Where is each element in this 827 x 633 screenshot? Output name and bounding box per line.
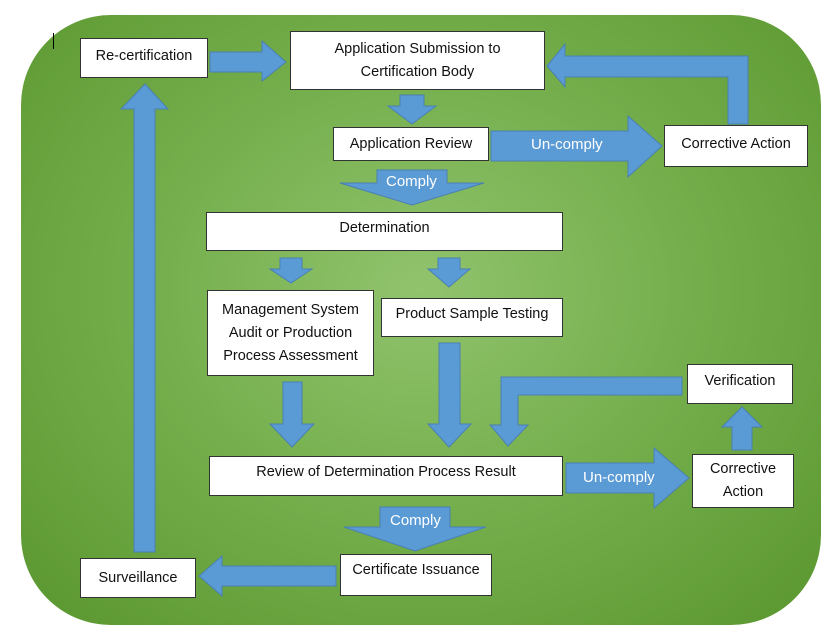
node-management-audit-label: Management System Audit or Production Pr… (221, 301, 359, 364)
node-corrective-action-bottom: Corrective Action (692, 454, 794, 508)
arrow-determination-to-testing (426, 257, 472, 288)
arrow-review-to-corrective (490, 114, 663, 179)
arrow-result-to-corrective (565, 446, 690, 510)
node-surveillance-label: Surveillance (98, 569, 178, 586)
node-verification-label: Verification (704, 373, 776, 389)
node-management-audit: Management System Audit or Production Pr… (207, 290, 374, 376)
arrow-audit-to-result (268, 381, 316, 448)
edge-label-comply-bottom: Comply (390, 512, 441, 529)
node-verification: Verification (687, 364, 793, 404)
arrow-corrective-to-submission (546, 42, 749, 125)
arrow-recert-to-submission (209, 39, 287, 83)
arrow-determination-to-audit (268, 257, 314, 284)
node-application-submission: Application Submission to Certification … (290, 31, 545, 90)
arrow-surveillance-to-recert (119, 83, 170, 553)
node-application-submission-label: Application Submission to Certification … (334, 40, 501, 80)
node-certificate-issuance: Certificate Issuance (340, 554, 492, 596)
node-determination-label: Determination (339, 220, 430, 236)
arrow-corrective-to-verification (720, 406, 764, 451)
arrow-submission-to-review (386, 94, 438, 125)
arrow-review-to-determination (339, 169, 485, 206)
arrow-certificate-to-surveillance (198, 554, 337, 598)
node-corrective-action-top: Corrective Action (664, 125, 808, 167)
node-corrective-action-bottom-label: Corrective Action (709, 461, 777, 500)
node-product-testing-label: Product Sample Testing (395, 306, 549, 322)
edge-label-uncomply-top: Un-comply (531, 136, 603, 153)
node-determination: Determination (206, 212, 563, 251)
node-review-result-label: Review of Determination Process Result (256, 464, 516, 480)
node-product-testing: Product Sample Testing (381, 298, 563, 337)
node-certificate-issuance-label: Certificate Issuance (352, 562, 480, 578)
node-application-review-label: Application Review (349, 136, 473, 152)
arrow-result-to-certificate (343, 506, 487, 552)
node-application-review: Application Review (333, 127, 489, 161)
node-recertification-label: Re-certification (95, 48, 193, 64)
edge-label-uncomply-bottom: Un-comply (583, 469, 655, 486)
node-recertification: Re-certification (80, 38, 208, 78)
text-cursor (53, 33, 54, 49)
arrow-verification-to-result (488, 376, 683, 447)
arrow-testing-to-result (426, 342, 473, 448)
node-corrective-action-top-label: Corrective Action (681, 136, 791, 152)
edge-label-comply-top: Comply (386, 173, 437, 190)
node-surveillance: Surveillance (80, 558, 196, 598)
node-review-result: Review of Determination Process Result (209, 456, 563, 496)
